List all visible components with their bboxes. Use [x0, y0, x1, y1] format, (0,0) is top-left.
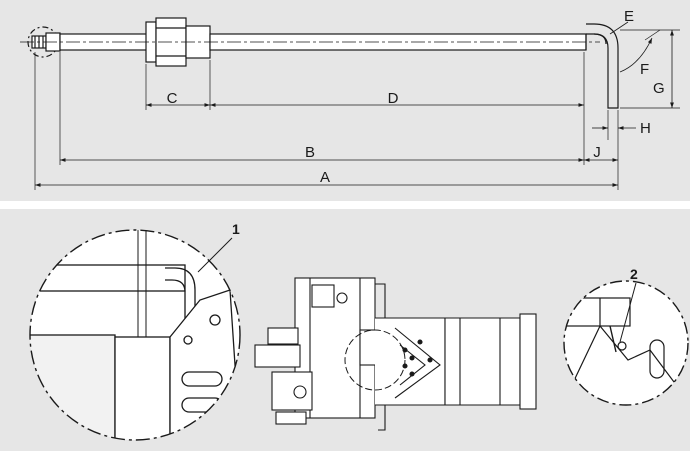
- electrode-drawing: [20, 17, 680, 190]
- detail-electrode-rod: [30, 264, 186, 292]
- dim-label-h: H: [640, 120, 651, 137]
- callout-2: 2: [630, 266, 638, 282]
- burner-assembly: [254, 277, 537, 431]
- burner-control-box: [271, 371, 313, 411]
- electrode-position-marker: [344, 329, 406, 391]
- right-detail-block: [564, 297, 631, 327]
- right-detail-view: [563, 280, 689, 406]
- callout-1: 1: [232, 221, 240, 237]
- right-detail-circle: [563, 280, 689, 406]
- detail-body-mid: [114, 336, 171, 440]
- blast-tube-end: [519, 313, 537, 410]
- dim-label-j: J: [593, 144, 601, 161]
- dim-label-g: G: [653, 80, 665, 97]
- dim-label-d: D: [388, 90, 399, 107]
- dim-label-c: C: [167, 90, 178, 107]
- rod-bent-end: [586, 23, 619, 109]
- callout-1-leader: [197, 237, 233, 273]
- leader-e: [609, 21, 629, 35]
- angle-arc-f: [619, 37, 653, 73]
- blast-tube-inner: [375, 317, 446, 406]
- right-detail-slot: [649, 339, 665, 379]
- dim-label-a: A: [320, 169, 330, 186]
- burner-motor: [254, 344, 301, 368]
- blast-tube-outer: [444, 317, 521, 406]
- dim-label-f: F: [640, 61, 649, 78]
- left-detail-circle: [29, 229, 241, 441]
- detail-body-left: [30, 334, 116, 440]
- dim-label-b: B: [305, 144, 315, 161]
- dim-label-e: E: [624, 8, 634, 25]
- detail-slot-upper: [181, 371, 223, 387]
- callout-2-leader: [619, 282, 637, 343]
